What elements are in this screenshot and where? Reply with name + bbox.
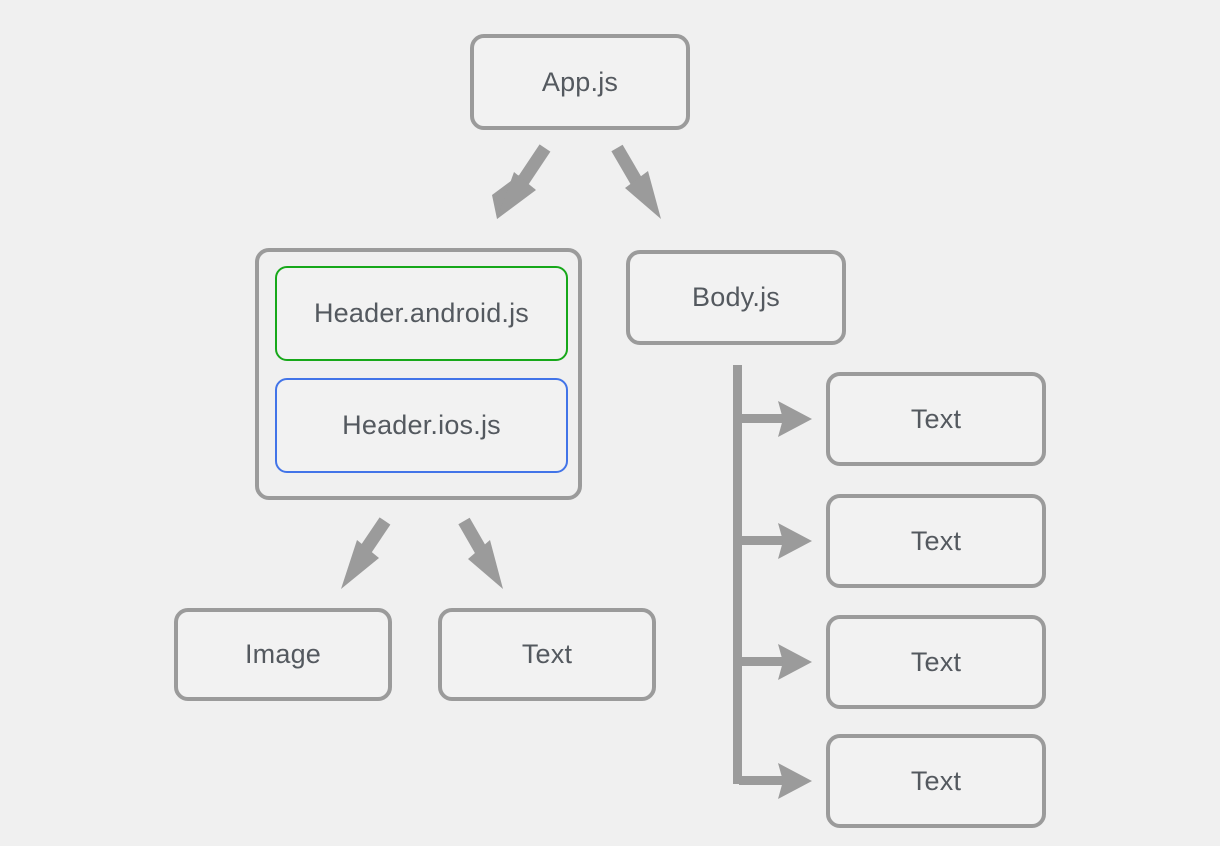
node-image[interactable]: Image (174, 608, 392, 701)
node-header-group[interactable]: Header.android.js Header.ios.js (255, 248, 582, 500)
node-header-text[interactable]: Text (438, 608, 656, 701)
node-app-js[interactable]: App.js (470, 34, 690, 130)
node-body-text-1[interactable]: Text (826, 372, 1046, 466)
edge-app-to-body (611, 144, 661, 219)
node-body-js-label: Body.js (692, 282, 780, 312)
node-header-android-js-label: Header.android.js (313, 298, 530, 328)
node-body-text-4-label: Text (910, 765, 962, 796)
node-body-js[interactable]: Body.js (626, 250, 846, 345)
edge-body-trunk (733, 365, 812, 799)
edge-header-to-image (341, 517, 391, 589)
node-header-text-label: Text (521, 639, 573, 669)
edge-header-to-text (458, 517, 503, 589)
edge-app-to-header (492, 144, 551, 219)
node-header-ios-js[interactable]: Header.ios.js (275, 378, 568, 473)
node-app-js-label: App.js (541, 66, 619, 97)
node-body-text-3[interactable]: Text (826, 615, 1046, 709)
node-body-text-1-label: Text (910, 403, 962, 434)
node-body-text-3-label: Text (910, 646, 962, 677)
node-header-ios-js-label: Header.ios.js (342, 410, 501, 440)
node-header-android-js[interactable]: Header.android.js (275, 266, 568, 361)
node-body-text-4[interactable]: Text (826, 734, 1046, 828)
node-body-text-2[interactable]: Text (826, 494, 1046, 588)
node-image-label: Image (244, 639, 322, 669)
node-body-text-2-label: Text (910, 525, 962, 556)
